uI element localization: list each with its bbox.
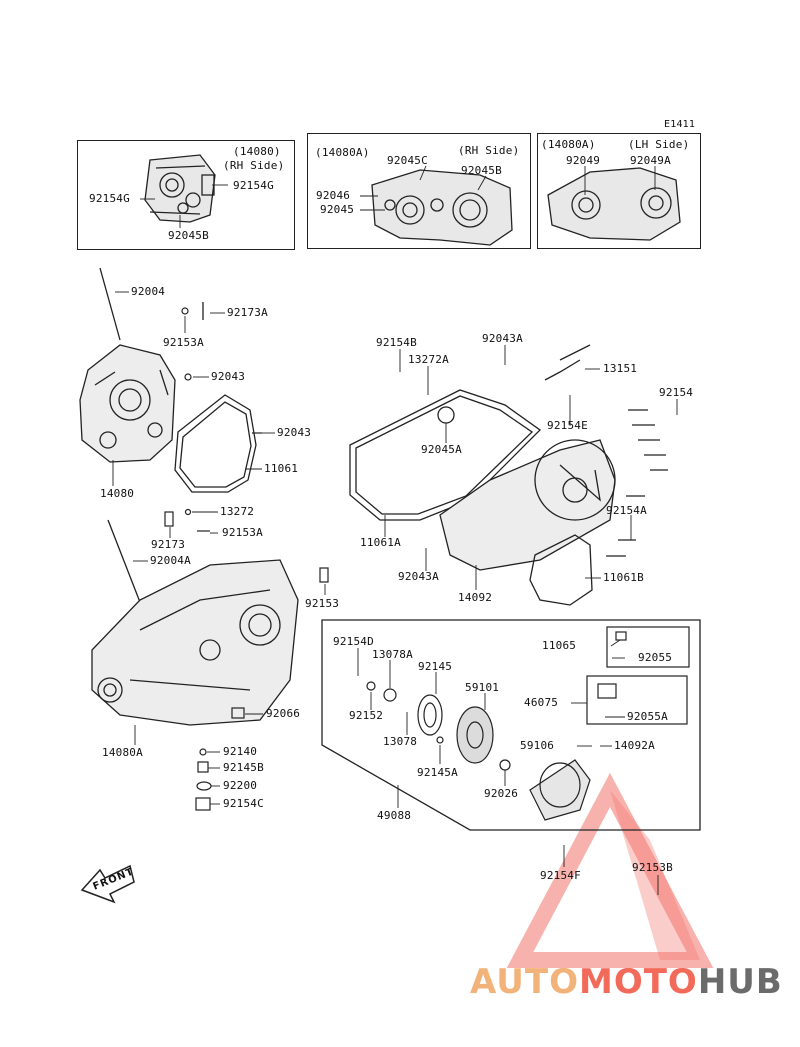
label-92173: 92173 — [151, 538, 186, 551]
label-inset2-side: (RH Side) — [458, 144, 520, 157]
label-13078A: 13078A — [372, 648, 413, 661]
label-92004: 92004 — [131, 285, 166, 298]
label-92154: 92154 — [659, 386, 694, 399]
crankcase-14080A — [91, 519, 299, 726]
watermark-logo — [506, 772, 714, 968]
label-inset1-92154G-left: 92154G — [89, 192, 130, 205]
label-inset1-title: (14080) — [233, 145, 281, 158]
label-92045A: 92045A — [421, 443, 462, 456]
label-92173A: 92173A — [227, 306, 268, 319]
label-92200: 92200 — [223, 779, 258, 792]
label-92145A: 92145A — [417, 766, 458, 779]
label-inset2-92045B: 92045B — [461, 164, 502, 177]
label-92154D: 92154D — [333, 635, 374, 648]
watermark-part-auto: AUTO — [470, 962, 579, 1002]
watermark-part-moto: MOTO — [578, 962, 698, 1002]
label-92145B: 92145B — [223, 761, 264, 774]
label-inset1-92045B: 92045B — [168, 229, 209, 242]
label-92043-bottom: 92043 — [277, 426, 312, 439]
label-59101: 59101 — [465, 681, 500, 694]
inset2-crankcase — [371, 169, 513, 246]
clutch-parts-box — [321, 619, 701, 831]
watermark-part-hub: HUB — [697, 962, 783, 1002]
inset-11065-box — [606, 626, 690, 668]
inset-46075-box — [586, 675, 688, 725]
label-92043-top: 92043 — [211, 370, 246, 383]
label-13272A: 13272A — [408, 353, 449, 366]
label-92066: 92066 — [266, 707, 301, 720]
label-92043A-top: 92043A — [482, 332, 523, 345]
label-inset3-92049A: 92049A — [630, 154, 671, 167]
label-inset2-92046: 92046 — [316, 189, 351, 202]
label-inset3-title: (14080A) — [541, 138, 596, 151]
label-92055: 92055 — [638, 651, 673, 664]
inset-box-2 — [307, 133, 531, 249]
label-92153A-top: 92153A — [163, 336, 204, 349]
label-92153: 92153 — [305, 597, 340, 610]
label-inset1-92154G-right: 92154G — [233, 179, 274, 192]
gasket-11061B — [529, 534, 593, 606]
label-inset2-92045: 92045 — [320, 203, 355, 216]
label-inset3-side: (LH Side) — [628, 138, 690, 151]
label-92154C: 92154C — [223, 797, 264, 810]
inset-box-1 — [77, 140, 295, 250]
label-inset3-92049: 92049 — [566, 154, 601, 167]
label-13151: 13151 — [603, 362, 638, 375]
label-92026: 92026 — [484, 787, 519, 800]
label-92043A-bottom: 92043A — [398, 570, 439, 583]
watermark-text: AUTOMOTOHUB — [470, 962, 783, 1002]
label-92154A: 92154A — [606, 504, 647, 517]
gasket-11061 — [174, 394, 257, 493]
label-92055A: 92055A — [627, 710, 668, 723]
label-inset1-side: (RH Side) — [223, 159, 285, 172]
small-parts-left — [164, 307, 329, 811]
label-92154B: 92154B — [376, 336, 417, 349]
bolts-92154 — [606, 409, 668, 557]
label-11065: 11065 — [542, 639, 577, 652]
label-14080: 14080 — [100, 487, 135, 500]
label-14080A: 14080A — [102, 746, 143, 759]
front-arrow — [80, 864, 135, 904]
label-inset2-92045C: 92045C — [387, 154, 428, 167]
label-11061B: 11061B — [603, 571, 644, 584]
label-46075: 46075 — [524, 696, 559, 709]
label-11061A: 11061A — [360, 536, 401, 549]
inset3-crankcase — [547, 167, 681, 241]
label-49088: 49088 — [377, 809, 412, 822]
crankcase-14080 — [79, 267, 204, 463]
diagram-code: E1411 — [664, 119, 696, 130]
label-14092A: 14092A — [614, 739, 655, 752]
label-11061: 11061 — [264, 462, 299, 475]
label-92152: 92152 — [349, 709, 384, 722]
label-13078: 13078 — [383, 735, 418, 748]
label-13272: 13272 — [220, 505, 255, 518]
label-14092: 14092 — [458, 591, 493, 604]
label-92154F: 92154F — [540, 869, 581, 882]
cover-14092 — [439, 344, 616, 571]
label-92145: 92145 — [418, 660, 453, 673]
label-59106: 59106 — [520, 739, 555, 752]
inset-box-3 — [537, 133, 701, 249]
clutch-parts — [366, 631, 627, 821]
label-92140: 92140 — [223, 745, 258, 758]
label-inset2-title: (14080A) — [315, 146, 370, 159]
leader-lines — [112, 165, 678, 895]
label-92153B: 92153B — [632, 861, 673, 874]
label-92154E: 92154E — [547, 419, 588, 432]
label-92004A: 92004A — [150, 554, 191, 567]
label-92153A-mid: 92153A — [222, 526, 263, 539]
